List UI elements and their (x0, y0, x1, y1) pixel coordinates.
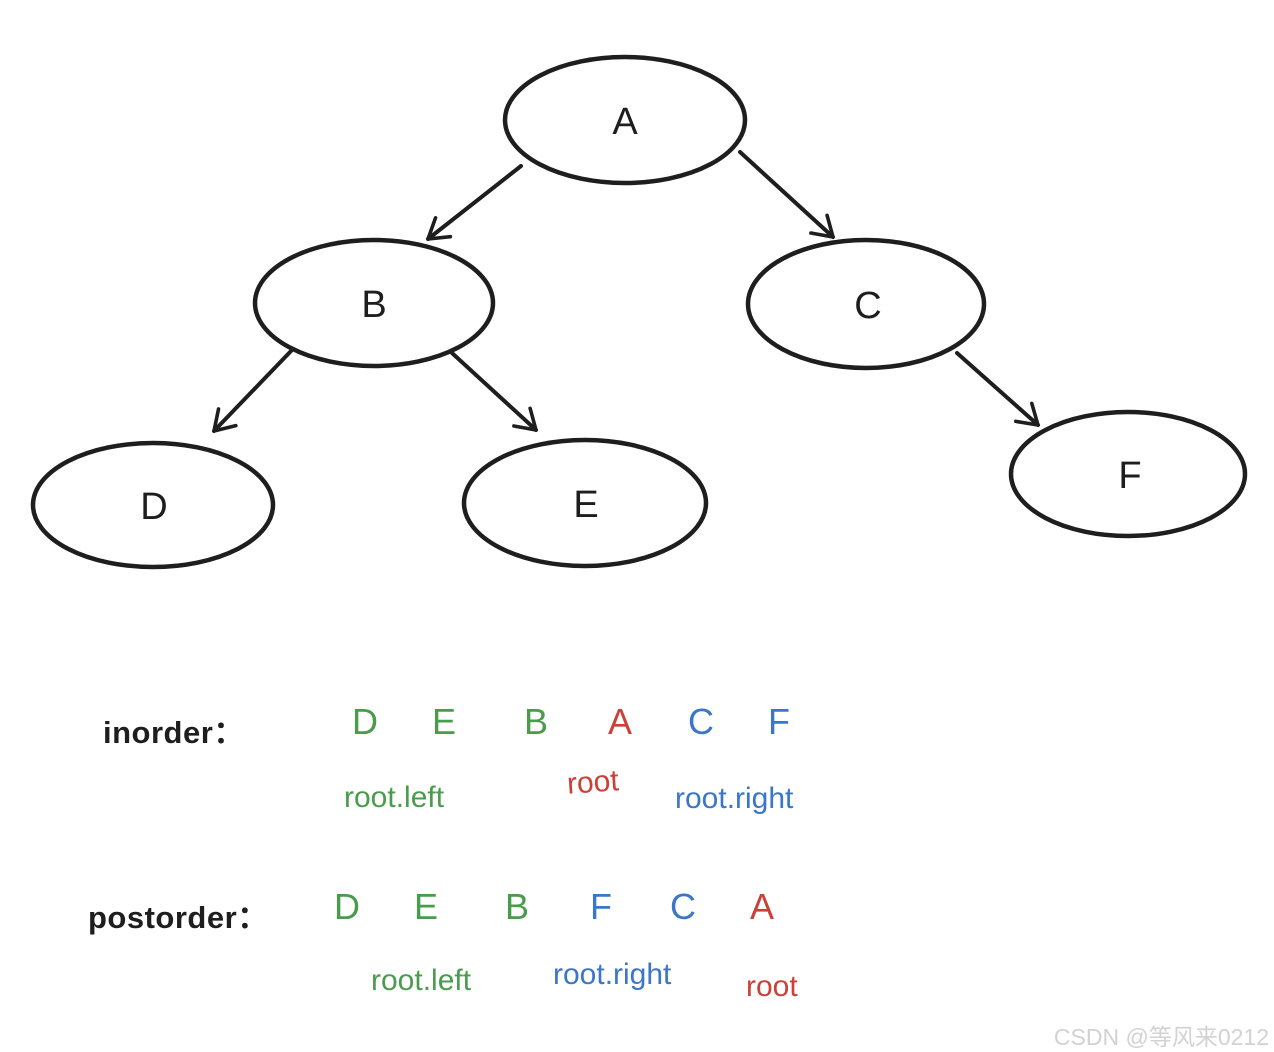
postorder-label: postorder： (88, 900, 269, 935)
edge-b-e-arrow (450, 351, 538, 432)
postorder-letter-5: C (670, 886, 696, 927)
inorder-root-annotation: root (565, 764, 620, 801)
edge-a-b-arrow (426, 164, 523, 241)
postorder-letter-4: F (590, 886, 612, 927)
node-b-label: B (361, 284, 386, 326)
csdn-watermark: CSDN @等风来0212 (1053, 1024, 1269, 1050)
postorder-letter-1: D (334, 886, 360, 927)
postorder-letter-3: B (505, 886, 530, 927)
node-e-label: E (573, 484, 598, 526)
inorder-letter-3: B (524, 701, 549, 742)
node-d-ellipse (30, 440, 276, 570)
node-c-label: C (854, 285, 881, 327)
postorder-root-left-annotation: root.left (371, 964, 472, 997)
inorder-label: inorder： (103, 715, 245, 750)
node-a-label: A (612, 101, 638, 143)
inorder-letter-5: C (688, 701, 714, 742)
postorder-root-right-annotation: root.right (553, 958, 672, 991)
inorder-root-left-annotation: root.left (344, 781, 445, 814)
postorder-letter-6: A (750, 886, 775, 927)
node-b-ellipse (252, 237, 496, 369)
edge-c-f-arrow (955, 351, 1040, 427)
node-a-ellipse (502, 54, 748, 186)
binary-tree-diagram: A B C D E F (30, 54, 1248, 570)
postorder-letter-2: E (414, 886, 439, 927)
postorder-root-annotation: root (746, 970, 798, 1003)
inorder-letter-4: A (608, 701, 633, 742)
inorder-root-right-annotation: root.right (675, 782, 794, 815)
edge-b-d-arrow (212, 348, 294, 433)
edge-a-c-arrow (738, 150, 835, 239)
node-f-label: F (1118, 455, 1141, 497)
inorder-letter-2: E (432, 701, 457, 742)
node-e-ellipse (461, 437, 709, 569)
node-c-ellipse (745, 237, 987, 371)
inorder-letter-6: F (768, 701, 790, 742)
node-d-label: D (140, 486, 167, 528)
inorder-letter-1: D (352, 701, 378, 742)
node-f-ellipse (1008, 409, 1248, 539)
